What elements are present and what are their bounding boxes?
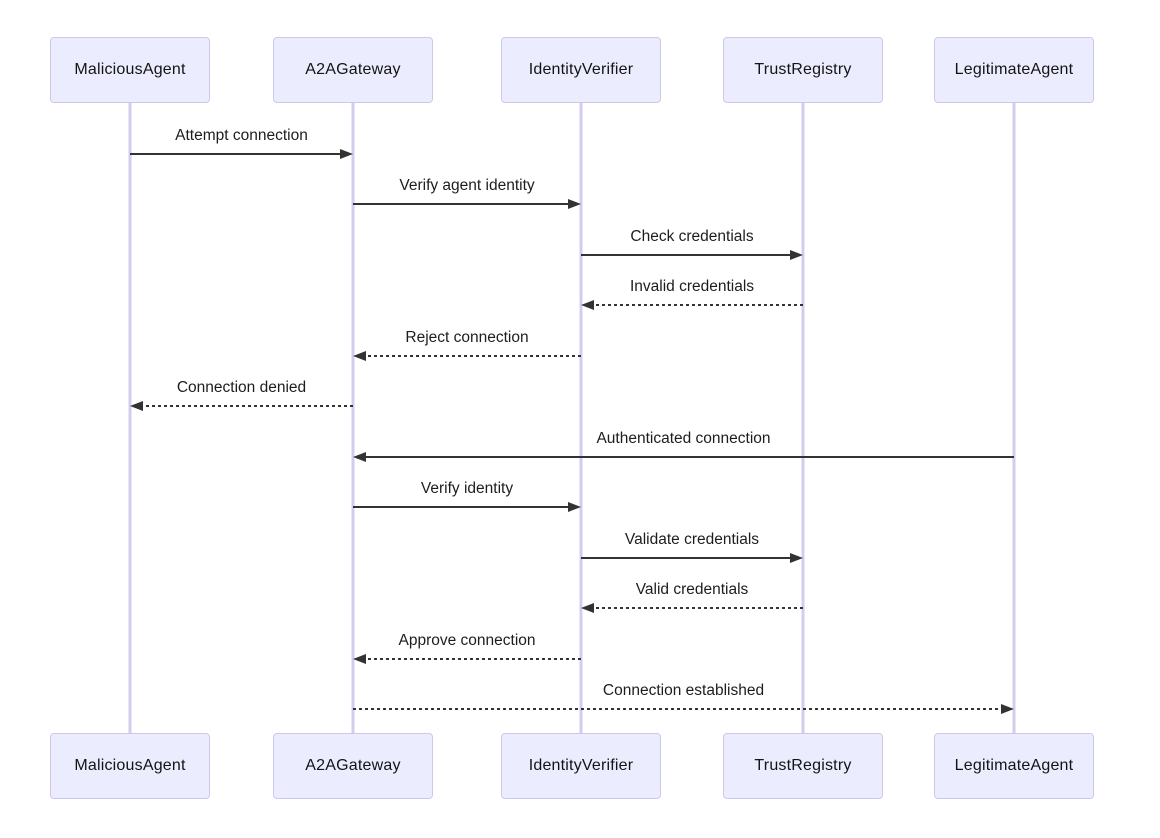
message-label: Authenticated connection — [596, 430, 771, 447]
actor-box-top: LegitimateAgent — [934, 37, 1094, 103]
actor-box-top: IdentityVerifier — [501, 37, 661, 103]
message-label: Attempt connection — [175, 127, 308, 144]
arrowhead-icon — [130, 401, 143, 411]
message-label: Approve connection — [398, 632, 536, 649]
arrowhead-icon — [568, 199, 581, 209]
message-label: Connection denied — [176, 379, 307, 396]
actor-box-bottom: LegitimateAgent — [934, 733, 1094, 799]
arrowhead-icon — [581, 603, 594, 613]
actor-box-top: TrustRegistry — [723, 37, 883, 103]
actor-box-bottom: MaliciousAgent — [50, 733, 210, 799]
arrowhead-icon — [353, 351, 366, 361]
arrowhead-icon — [1001, 704, 1014, 714]
arrowhead-icon — [568, 502, 581, 512]
message-label: Validate credentials — [624, 531, 760, 548]
message-label: Connection established — [602, 682, 765, 699]
message-label: Valid credentials — [635, 581, 749, 598]
arrowhead-icon — [353, 452, 366, 462]
arrowhead-icon — [790, 250, 803, 260]
arrowhead-icon — [581, 300, 594, 310]
actor-box-bottom: TrustRegistry — [723, 733, 883, 799]
arrowhead-icon — [790, 553, 803, 563]
actor-box-top: MaliciousAgent — [50, 37, 210, 103]
actor-box-bottom: IdentityVerifier — [501, 733, 661, 799]
message-label: Check credentials — [630, 228, 754, 245]
message-label: Invalid credentials — [629, 278, 755, 295]
arrowhead-icon — [340, 149, 353, 159]
message-label: Reject connection — [405, 329, 529, 346]
message-label: Verify agent identity — [399, 177, 535, 194]
arrowhead-icon — [353, 654, 366, 664]
actor-box-bottom: A2AGateway — [273, 733, 433, 799]
actor-box-top: A2AGateway — [273, 37, 433, 103]
message-label: Verify identity — [420, 480, 514, 497]
